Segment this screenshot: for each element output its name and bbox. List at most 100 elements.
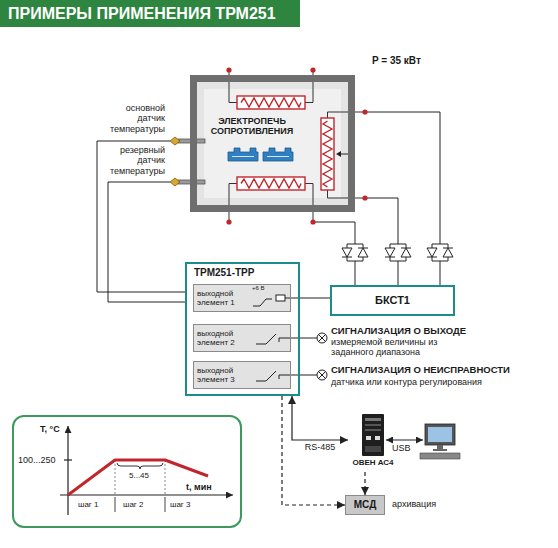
converter-icon [362, 414, 384, 456]
annotation-label: датчика или контура регулирования [331, 377, 482, 387]
node-text: шаг 1 [78, 500, 98, 509]
converter-icon [366, 436, 371, 440]
transistor-output-symbol [253, 295, 290, 306]
computer-icon [420, 424, 460, 459]
furnace-box: ЭЛЕКТРОПЕЧЬ СОПРОТИВЛЕНИЯ [190, 75, 355, 212]
heater-slider [336, 151, 341, 157]
node-text: МСД [354, 499, 377, 511]
power-unit-box: БКСТ1 [330, 285, 455, 316]
alarm-wire [291, 338, 317, 375]
heater-symbol [237, 96, 334, 190]
annotation-label: измеряемой величины из заданного диапазо… [331, 337, 449, 358]
converter-icon [365, 418, 381, 421]
computer-icon [433, 445, 447, 451]
relay-contact-symbol [256, 334, 290, 381]
output-element: выходной элемент 1 [193, 284, 291, 312]
graph-axis [60, 426, 233, 515]
annotation-label: P = 35 кВт [372, 55, 421, 67]
sensor-wire [108, 182, 185, 302]
thyristor-symbol [385, 238, 411, 285]
node-text: ОВЕН АС4 [348, 458, 398, 467]
usb-link [386, 439, 423, 440]
node-text: шаг 3 [170, 500, 190, 509]
interface-converter: ОВЕН АС4 [348, 412, 398, 472]
title-text: ПРИМЕРЫ ПРИМЕНЕНИЯ ТРМ251 [0, 0, 300, 27]
node-text: ЭЛЕКТРОПЕЧЬ СОПРОТИВЛЕНИЯ [207, 116, 297, 137]
data-module-box: МСД [345, 495, 385, 515]
graph-guide [117, 463, 163, 469]
annotation-label: USB [392, 443, 411, 453]
power-wire [313, 112, 440, 238]
terminal-dot [310, 67, 315, 72]
annotation-label: СИГНАЛИЗАЦИЯ О ВЫХОДЕ [331, 326, 466, 337]
node-text: Т, °С [40, 424, 60, 434]
converter-icon [362, 414, 384, 456]
alarm-lamp [319, 372, 326, 379]
graph-axis [67, 426, 68, 515]
node-text: 100...250 [18, 455, 56, 465]
sensor-wire [97, 141, 185, 292]
graph-axis [115, 497, 165, 512]
heater-symbol [237, 177, 305, 190]
heater-lead [229, 70, 365, 222]
furnace-interior [197, 82, 348, 205]
heater-symbol [241, 179, 301, 188]
output-element-fill [194, 362, 290, 388]
converter-icon [365, 424, 381, 426]
connector-line [292, 396, 348, 440]
graph-guide [115, 460, 165, 495]
computer-icon [425, 424, 455, 445]
thyristor-symbol [427, 238, 453, 285]
process-graph: Т, °С100...2505...45t, миншаг 1шаг 2шаг … [12, 415, 242, 528]
computer-icon [428, 427, 452, 442]
load-item [263, 148, 293, 161]
temperature-sensor [170, 137, 180, 145]
heater-slider [336, 151, 350, 157]
connector-line [282, 396, 345, 505]
transistor-output-symbol [253, 299, 272, 306]
output-element-fill [194, 285, 290, 388]
alarm-lamp [319, 335, 326, 342]
terminal-dot [310, 219, 315, 224]
connector-label: RS-485 [303, 443, 338, 453]
terminal-dot [226, 67, 231, 72]
output-element: выходной элемент 3 [193, 361, 291, 389]
alarm-lamp [317, 370, 327, 380]
heater-symbol [321, 118, 334, 190]
thyristor-symbol [342, 238, 453, 285]
node-text: ТРМ251-ТРР [194, 267, 254, 279]
node-text: 5...45 [129, 471, 149, 480]
furnace-interior [204, 89, 341, 198]
relay-contact-symbol [256, 371, 290, 381]
load-item [228, 148, 293, 161]
sensor-wire [97, 141, 185, 302]
output-element-fill [194, 285, 290, 311]
transistor-output-symbol [276, 295, 285, 301]
converter-icon [365, 429, 381, 431]
annotation-label: +6 В [252, 285, 265, 292]
annotation-label: основной датчик температуры [100, 103, 165, 134]
graph-axis [64, 459, 72, 460]
node-text: выходной элемент 2 [197, 329, 247, 347]
terminal-dot [226, 67, 367, 224]
connector-line [291, 297, 330, 298]
annotation-label: СИГНАЛИЗАЦИЯ О НЕИСПРАВНОСТИ [331, 365, 510, 376]
power-wire [313, 112, 440, 238]
load-item [228, 148, 258, 161]
node-text: БКСТ1 [375, 294, 410, 307]
alarm-lamp [317, 333, 327, 343]
converter-icon [365, 446, 381, 452]
terminal-dot [362, 109, 367, 114]
graph-axis [60, 494, 233, 495]
output-element: выходной элемент 2 [193, 324, 291, 352]
load-item [232, 156, 289, 157]
alarm-wire [291, 338, 317, 375]
terminal-dot [362, 195, 367, 200]
controller-box: ТРМ251-ТРР выходной элемент 1 выходной эле… [185, 262, 300, 396]
annotation-label: архивация [392, 499, 436, 509]
temperature-sensor [170, 137, 205, 186]
transistor-output-symbol [285, 298, 290, 299]
converter-icon [375, 436, 380, 440]
